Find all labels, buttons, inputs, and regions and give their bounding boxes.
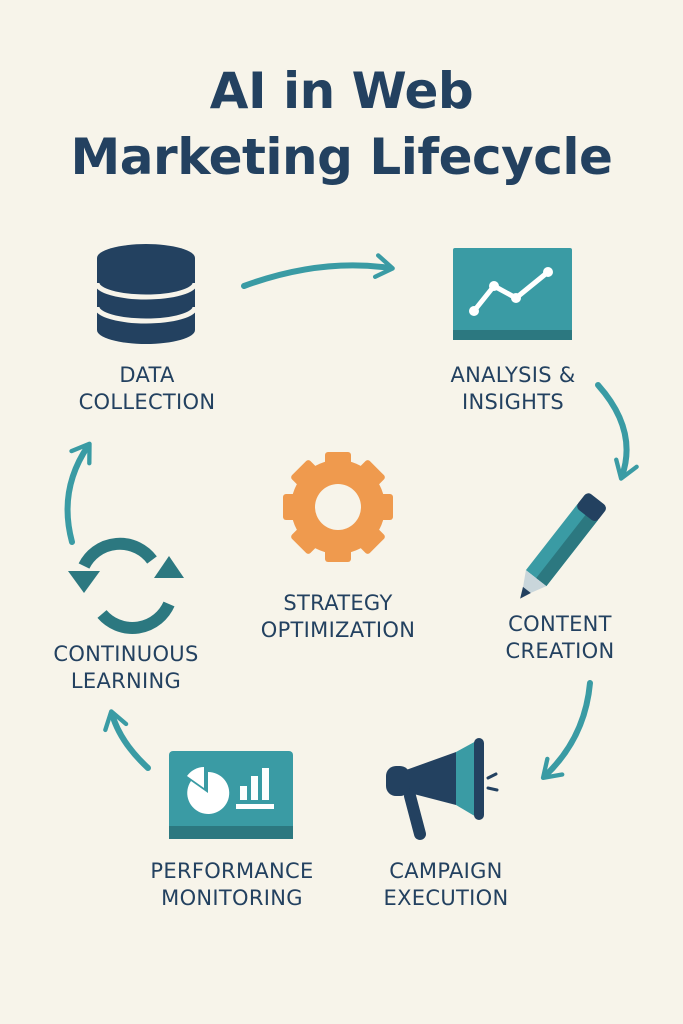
label-line: EXECUTION (383, 886, 509, 910)
title-line-2: Marketing Lifecycle (70, 128, 613, 186)
label-campaign-execution: CAMPAIGN EXECUTION (356, 858, 536, 912)
label-analysis-insights: ANALYSIS & INSIGHTS (418, 362, 608, 416)
label-content-creation: CONTENT CREATION (470, 611, 650, 665)
pencil-icon (520, 493, 606, 599)
label-line: MONITORING (161, 886, 303, 910)
page-title: AI in Web Marketing Lifecycle (0, 58, 683, 190)
label-line: CAMPAIGN (389, 859, 503, 883)
label-line: CONTENT (508, 612, 612, 636)
label-line: INSIGHTS (461, 390, 565, 414)
label-line: DATA (119, 363, 175, 387)
arrow-performance-to-learning (103, 709, 151, 771)
title-line-1: AI in Web (209, 62, 474, 120)
label-line: ANALYSIS & (450, 363, 576, 387)
label-continuous-learning: CONTINUOUS LEARNING (28, 641, 224, 695)
megaphone-icon (386, 738, 499, 840)
label-data-collection: DATA COLLECTION (52, 362, 242, 416)
arrow-analysis-to-content (595, 382, 639, 481)
gear-icon (283, 452, 393, 562)
dashboard-icon (169, 751, 293, 839)
label-performance-monitoring: PERFORMANCE MONITORING (128, 858, 336, 912)
label-line: CREATION (505, 639, 615, 663)
database-icon (94, 244, 198, 344)
arrow-data-to-analysis (241, 253, 395, 289)
arrow-learning-to-data (64, 441, 92, 545)
label-line: OPTIMIZATION (260, 618, 416, 642)
label-line: COLLECTION (78, 390, 216, 414)
label-strategy-optimization: STRATEGY OPTIMIZATION (233, 590, 443, 644)
label-line: STRATEGY (283, 591, 393, 615)
label-line: CONTINUOUS (53, 642, 199, 666)
arrow-content-to-campaign (540, 680, 593, 781)
refresh-cycle-icon (68, 537, 184, 634)
line-chart-icon (453, 248, 572, 340)
label-line: LEARNING (70, 669, 182, 693)
label-line: PERFORMANCE (150, 859, 314, 883)
